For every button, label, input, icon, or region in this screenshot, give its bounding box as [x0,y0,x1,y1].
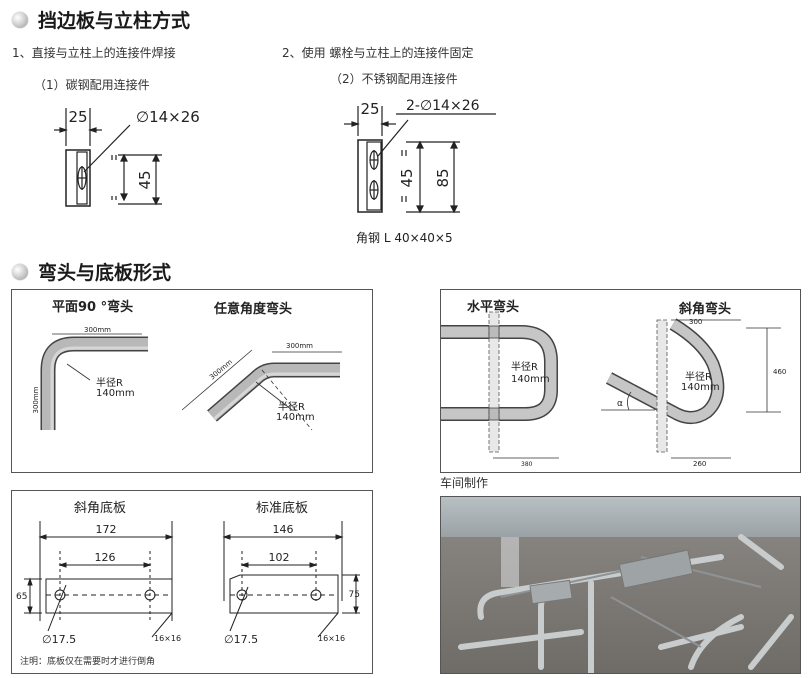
dim-300mm-b: 300mm [286,342,313,350]
method-2-sub: （2）不锈钢配用连接件 [330,72,458,86]
angle-steel-label: 角钢 L 40×40×5 [356,231,453,245]
dim-height-85: 85 [434,168,452,187]
dim-hole: ∅14×26 [136,108,200,126]
method-1-text: 1、直接与立柱上的连接件焊接 [12,46,176,60]
elbow-panel-1: 平面90 °弯头 任意角度弯头 300mm 300mm 半径R 140mm 30… [11,289,373,473]
dim-width: 25 [68,108,87,126]
elbow-drawings-2: 半径R 140mm 380 300 460 260 半径R 140mm α [441,311,786,468]
base-plate-note: 注明：底板仅在需要时才进行倒角 [20,657,156,667]
dim-260: 260 [693,460,706,468]
dim-diameter: ∅17.5 [42,633,76,646]
dim-380: 380 [521,461,533,468]
radius-label-b: 半径R [278,400,305,413]
dim-height: 45 [136,170,154,189]
dim-width: 25 [360,100,379,118]
workshop-photo-image [441,497,800,673]
angle-alpha: α [617,399,623,409]
section-title-text: 弯头与底板形式 [38,262,172,284]
stainless-connector-drawing: 25 2-∅14×26 45 85 角钢 L 40×40×5 [344,98,496,245]
radius-value: 140mm [96,388,135,399]
dim-corner: 16×16 [154,634,181,643]
dim-75: 75 [349,590,360,600]
dim-300mm-v: 300mm [32,386,40,413]
photo-caption: 车间制作 [440,476,489,490]
base-plate-drawings: 172 126 65 ∅17.5 16×16 146 102 75 ∅17.5 … [16,521,360,646]
dim-126: 126 [95,551,116,564]
dim-corner-b: 16×16 [318,634,345,643]
dim-300mm-diag: 300mm [208,358,234,382]
section-title-1: 挡边板与立柱方式 [12,6,190,33]
dim-hole: 2-∅14×26 [406,98,480,114]
label-any-angle-elbow: 任意角度弯头 [214,302,293,317]
radius-label: 半径R [96,376,123,389]
label-oblique-elbow: 斜角弯头 [679,302,732,317]
dim-460: 460 [773,368,786,376]
method-2-text: 2、使用 螺栓与立柱上的连接件固定 [282,46,474,60]
dim-102: 102 [269,551,290,564]
workshop-photo [440,496,801,674]
method-1-sub: （1）碳钢配用连接件 [34,78,150,92]
label-horizontal-elbow: 水平弯头 [467,300,520,315]
bullet-icon [12,263,28,280]
carbon-steel-connector-drawing: 25 ∅14×26 45 [54,108,200,207]
elbow-drawings: 300mm 300mm 半径R 140mm 300mm 300mm 半径R 14… [32,326,342,431]
dim-diameter-b: ∅17.5 [224,633,258,646]
dim-65: 65 [16,592,27,602]
dim-300mm-h: 300mm [84,326,111,334]
label-flat-90-elbow: 平面90 °弯头 [52,300,134,315]
radius-label-b: 半径R [685,370,712,383]
radius-label: 半径R [511,360,538,373]
radius-value-b: 140mm [276,412,315,423]
radius-value-b: 140mm [681,382,720,393]
dim-146: 146 [273,523,294,536]
section-title-2: 弯头与底板形式 [12,258,171,285]
bullet-icon [12,11,28,28]
dim-height-45: 45 [398,168,416,187]
base-plate-panel: 斜角底板 标准底板 [11,490,373,674]
label-beveled-plate: 斜角底板 [74,501,127,516]
radius-value: 140mm [511,374,550,385]
elbow-panel-2: 水平弯头 斜角弯头 半径R 140mm 380 300 460 260 半径R … [440,289,801,473]
dim-300: 300 [689,318,702,326]
dim-172: 172 [96,523,117,536]
label-standard-plate: 标准底板 [256,501,309,516]
section-title-text: 挡边板与立柱方式 [38,10,191,32]
